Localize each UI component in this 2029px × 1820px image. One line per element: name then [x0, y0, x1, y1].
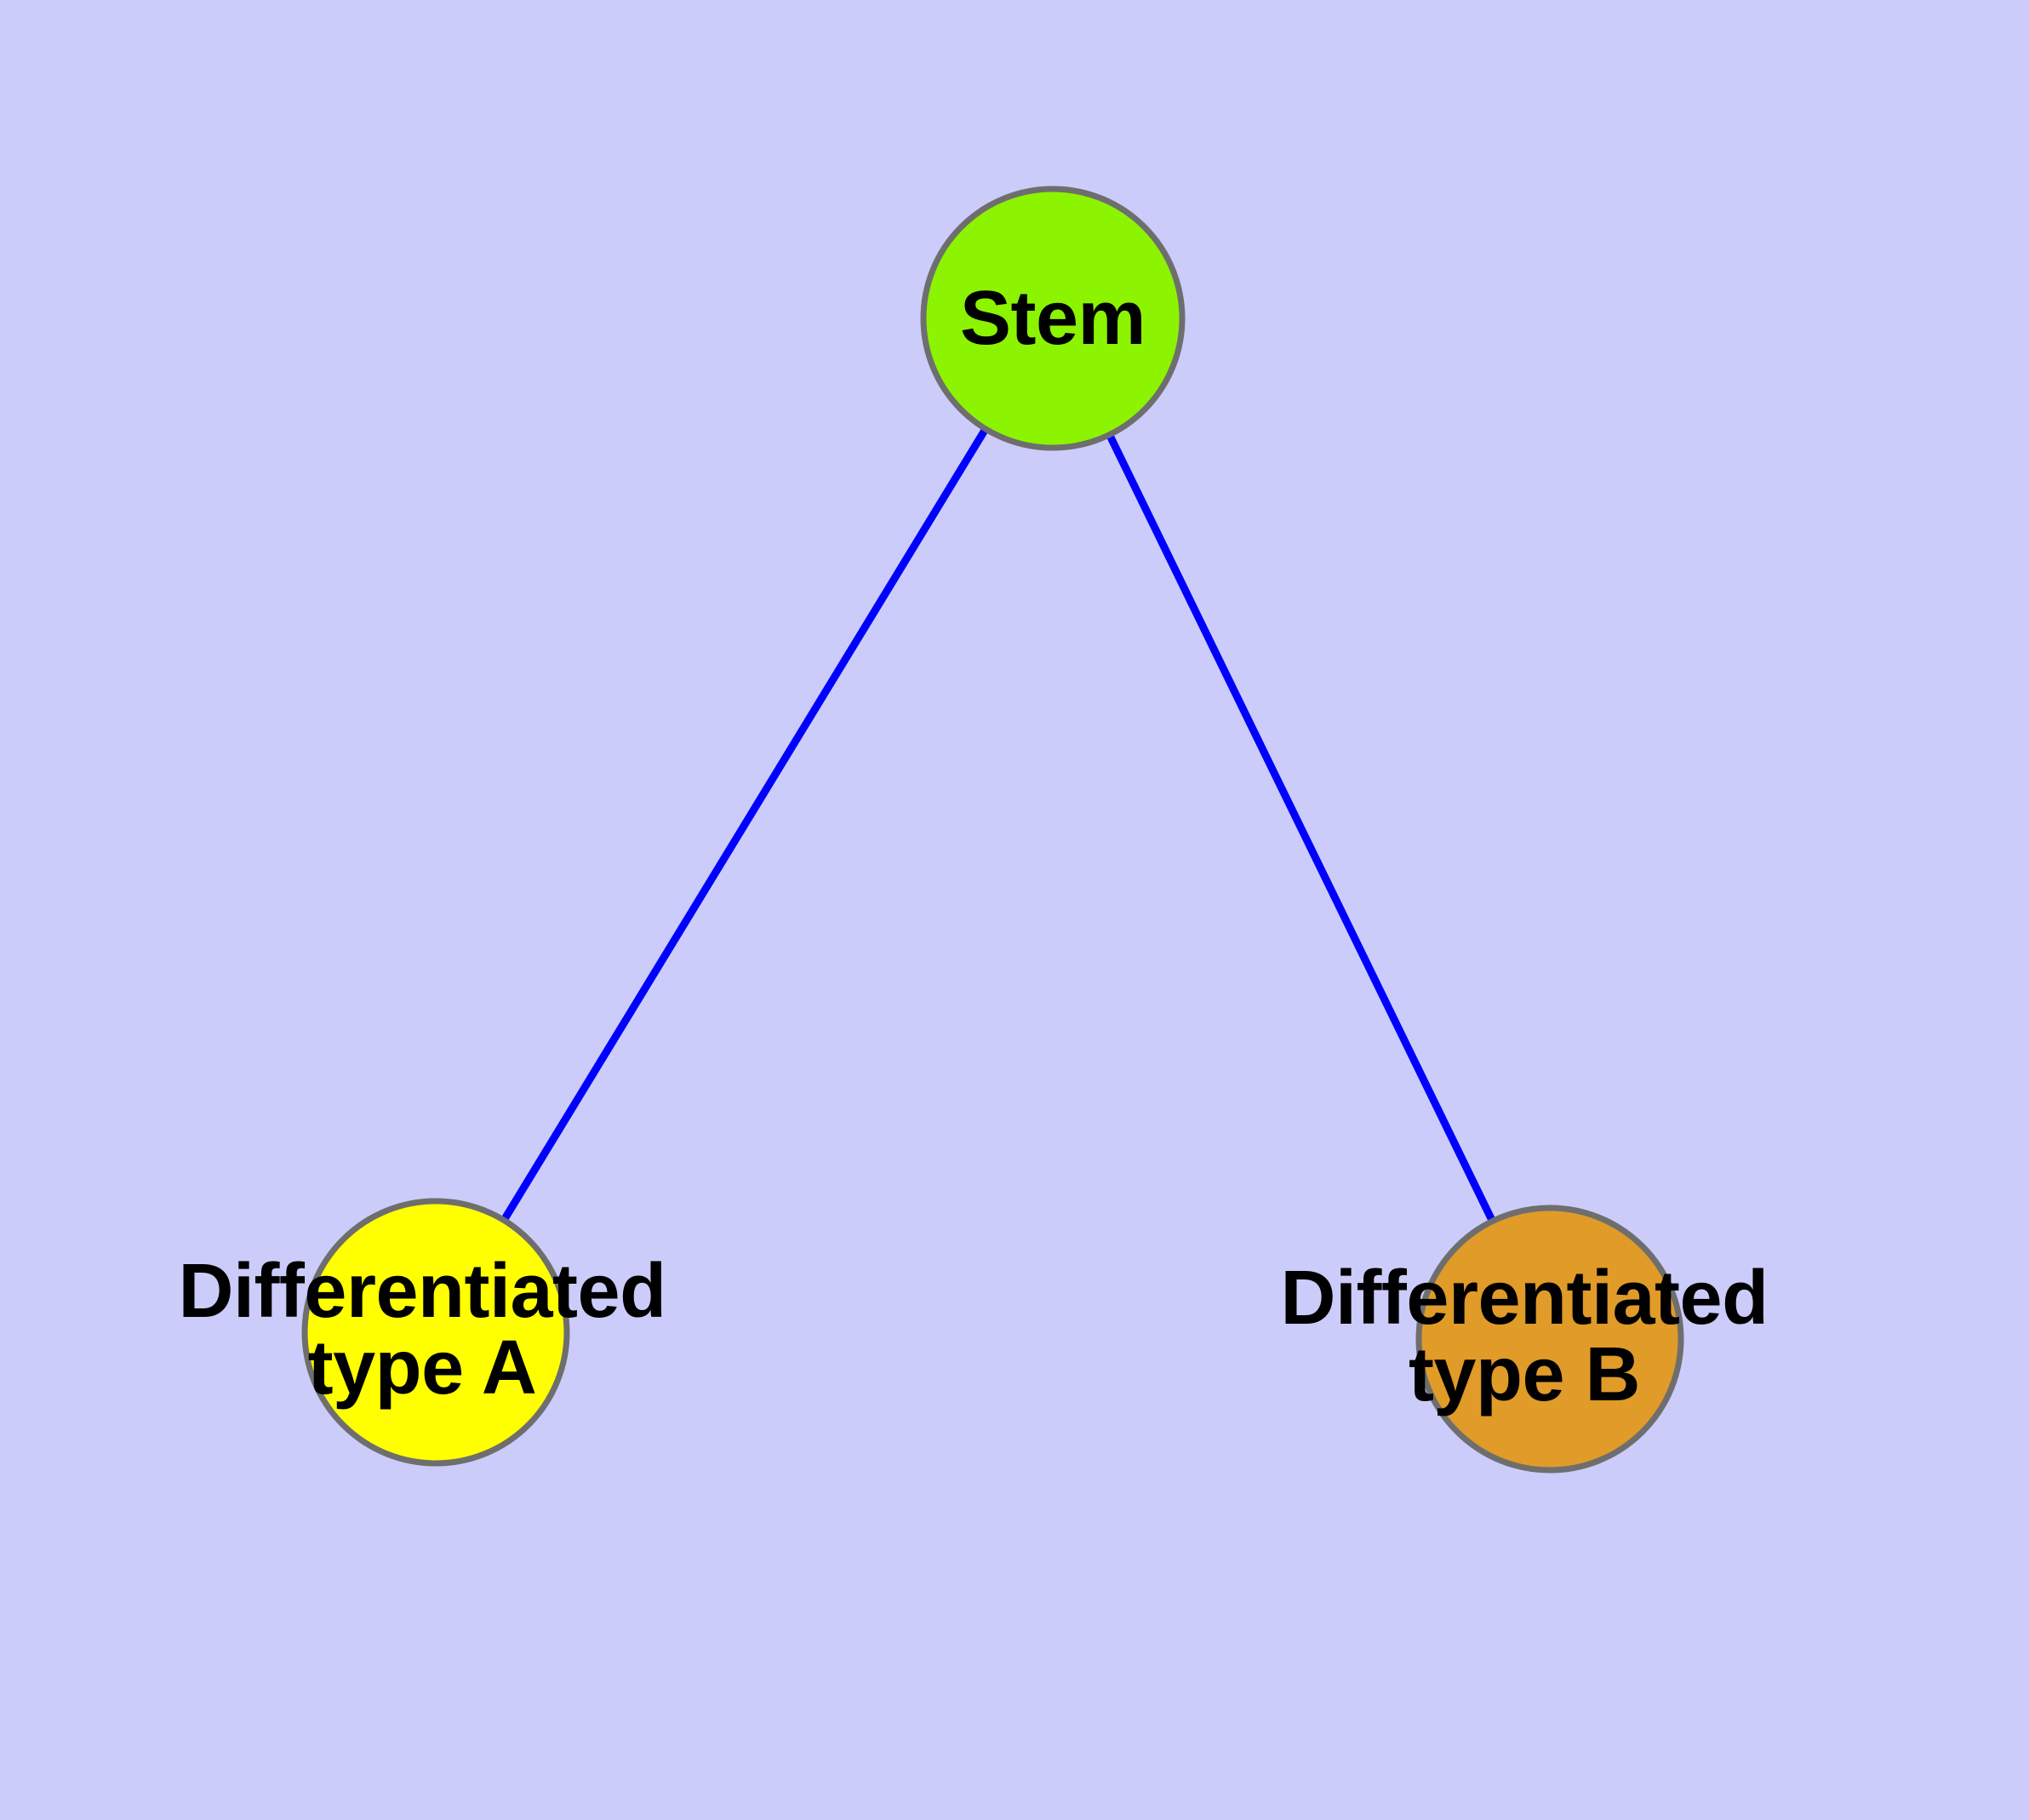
node-label-stem: Stem [960, 280, 1146, 357]
node-label-type-b-line-2: type B [1408, 1332, 1641, 1417]
edge-layer [432, 316, 1554, 1341]
node-label-differentiated-type-b: Differentiated type B [1280, 1256, 1769, 1417]
node-label-type-a-line-2: type A [307, 1325, 537, 1411]
node-differentiated-type-b[interactable] [1415, 1205, 1684, 1474]
node-label-type-a-line-1: Differentiated [178, 1249, 666, 1334]
node-stem[interactable] [920, 186, 1186, 451]
node-label-stem-line-1: Stem [959, 276, 1146, 361]
node-label-differentiated-type-a: Differentiated type A [178, 1253, 666, 1406]
edge-stem-to-type-a[interactable] [432, 316, 1056, 1335]
node-differentiated-type-a[interactable] [301, 1198, 570, 1467]
node-label-type-b-line-1: Differentiated [1280, 1256, 1769, 1341]
node-layer [301, 186, 1684, 1474]
edge-stem-to-type-b[interactable] [1049, 317, 1554, 1341]
